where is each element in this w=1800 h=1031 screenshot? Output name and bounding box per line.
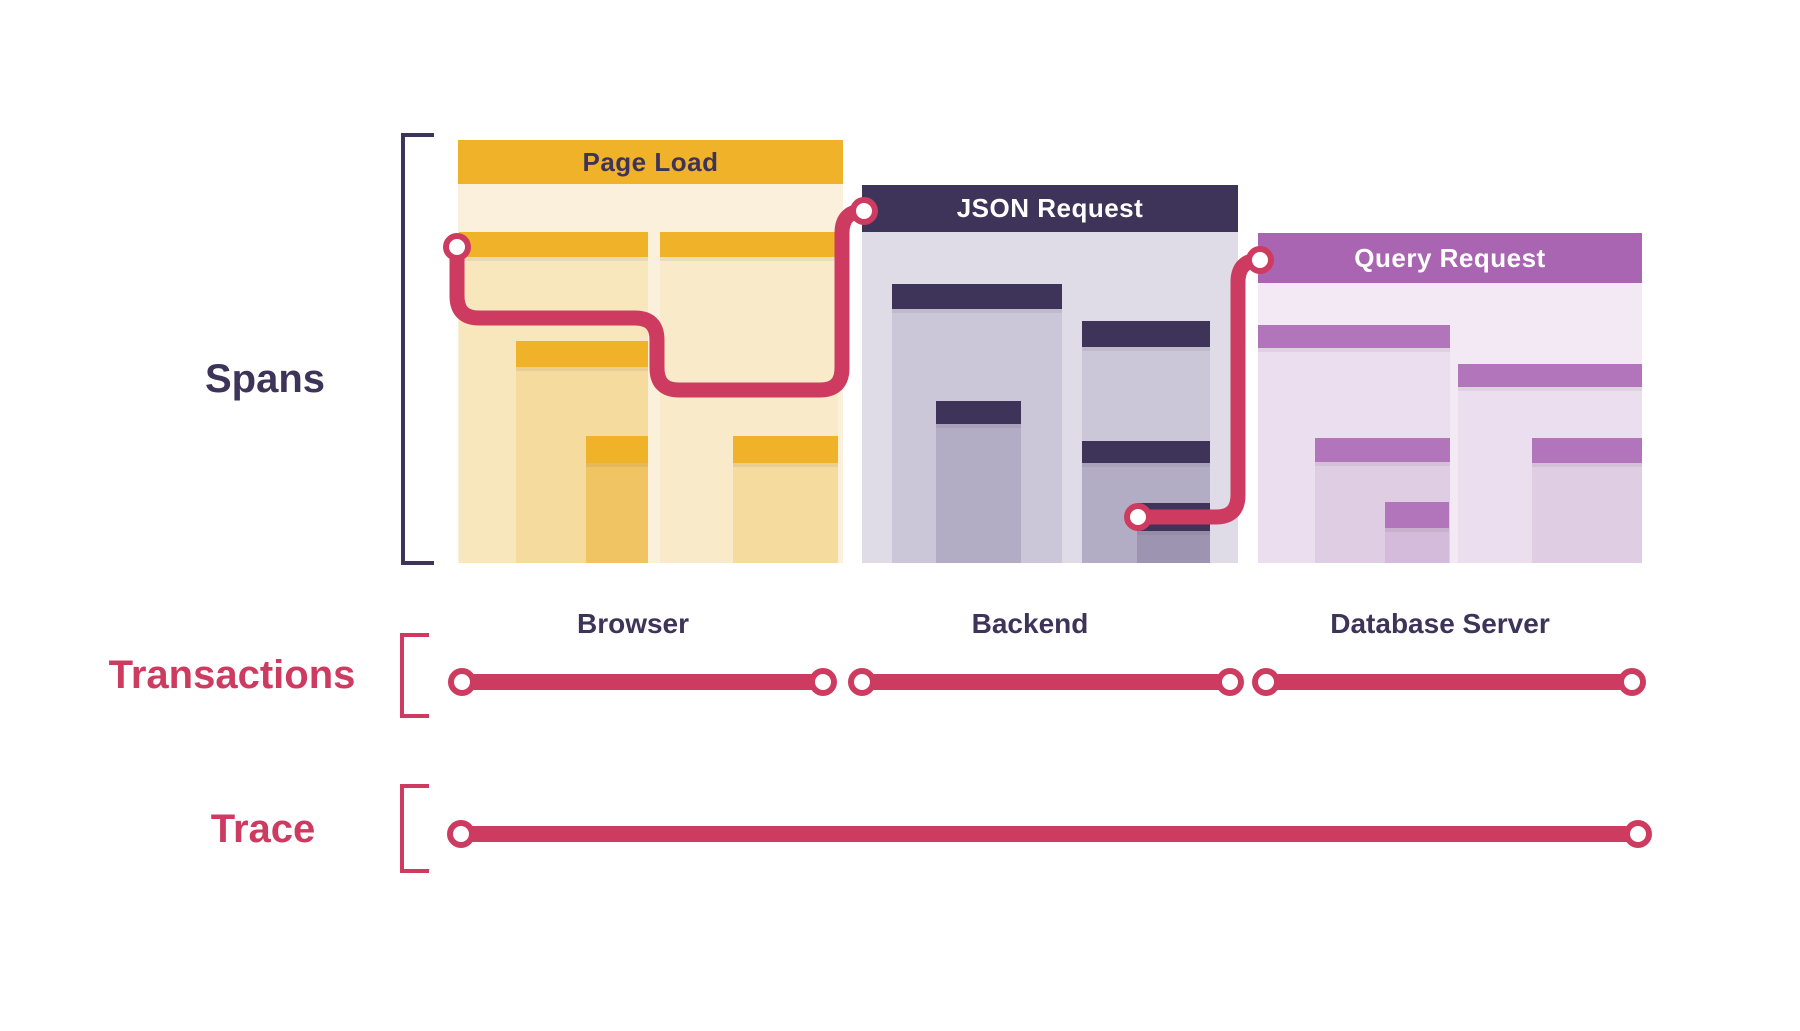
span-bar: [459, 232, 648, 257]
transaction-node-backend-end: [1216, 668, 1244, 696]
span-body: [936, 424, 1021, 563]
span-bar: [516, 341, 648, 367]
transaction-node-browser-start: [448, 668, 476, 696]
service-label-database: Database Server: [1330, 608, 1550, 639]
json-request-transaction-header: JSON Request: [862, 185, 1238, 232]
span-bar: [1258, 325, 1450, 348]
transaction-node-browser-end: [809, 668, 837, 696]
trace-bracket: [400, 784, 429, 873]
span-bar: [1532, 438, 1642, 463]
trace-node-end: [1624, 820, 1652, 848]
span-body: [1532, 463, 1642, 563]
span-body: [1385, 528, 1449, 563]
service-label-browser: Browser: [576, 608, 690, 639]
transactions-label: Transactions: [108, 653, 356, 697]
transaction-node-database-start: [1252, 668, 1280, 696]
span-body: [1137, 531, 1210, 563]
span-bar: [1082, 441, 1210, 463]
span-bar: [660, 232, 838, 257]
trace-node-start: [447, 820, 475, 848]
span-body: [733, 463, 838, 563]
span-bar: [1082, 321, 1210, 347]
service-label-backend: Backend: [971, 608, 1089, 639]
page-load-transaction-header: Page Load: [458, 140, 843, 184]
trace-label: Trace: [210, 807, 316, 851]
query-request-transaction-header: Query Request: [1258, 233, 1642, 283]
span-bar: [733, 436, 838, 463]
span-bar: [586, 436, 648, 463]
spans-bracket: [401, 133, 434, 565]
span-bar: [1458, 364, 1642, 387]
transaction-node-backend-start: [848, 668, 876, 696]
span-bar: [1315, 438, 1450, 462]
spans-label: Spans: [204, 357, 326, 401]
span-body: [586, 463, 648, 563]
span-bar: [1385, 502, 1449, 528]
span-bar: [892, 284, 1062, 309]
transaction-node-database-end: [1618, 668, 1646, 696]
span-bar: [1137, 503, 1210, 531]
span-bar: [936, 401, 1021, 424]
transactions-bracket: [400, 633, 429, 718]
